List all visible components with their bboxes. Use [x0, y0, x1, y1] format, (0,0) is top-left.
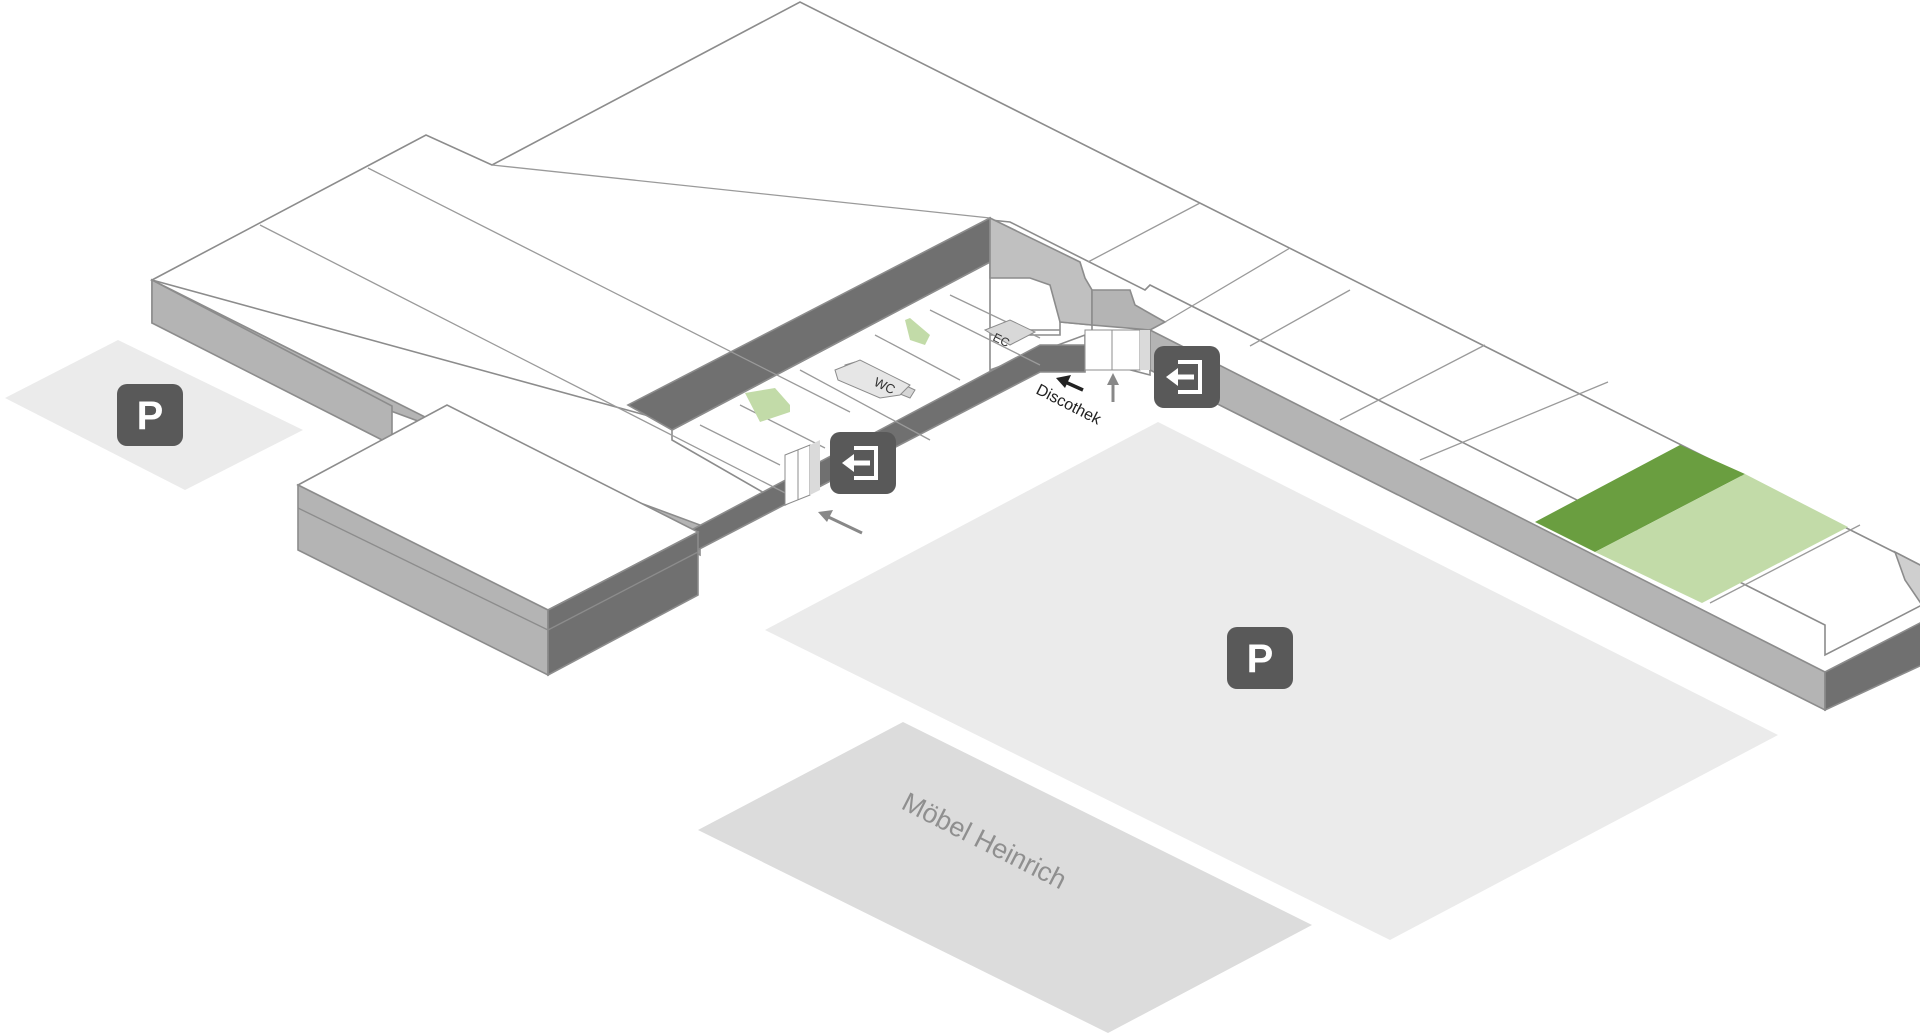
parking-icon[interactable]: P	[1227, 627, 1293, 689]
entrance-icon[interactable]	[1154, 346, 1220, 408]
ec-label: EC	[991, 330, 1012, 350]
discothek-label: Discothek	[1033, 381, 1104, 428]
building-wall-right-notch	[1893, 550, 1920, 604]
entrance-doors-right	[1084, 329, 1150, 371]
neighbor-building-moebel-heinrich	[698, 722, 1312, 1033]
annex-wall-band	[297, 507, 549, 631]
arrow-icon	[818, 510, 863, 535]
building-wall-right-end	[1824, 622, 1920, 712]
corridor-wall-connector	[1091, 289, 1167, 331]
parking-symbol: P	[1247, 637, 1274, 681]
shop-dividers	[259, 164, 1861, 604]
arrow-icon	[1056, 375, 1084, 392]
entrance-doors-left	[784, 440, 820, 506]
parking-icon[interactable]: P	[117, 384, 183, 446]
entrance-icon[interactable]	[830, 432, 896, 494]
parking-symbol: P	[137, 394, 164, 438]
corridor-shops	[699, 294, 1041, 466]
corridor-wall-back	[989, 216, 1093, 326]
shop-highlight-dark	[1535, 445, 1745, 552]
shop-highlight-light	[1595, 474, 1848, 603]
annex-wall-band-right	[547, 551, 699, 631]
annex-wall-right	[547, 530, 699, 677]
arrow-icon	[1107, 373, 1119, 402]
